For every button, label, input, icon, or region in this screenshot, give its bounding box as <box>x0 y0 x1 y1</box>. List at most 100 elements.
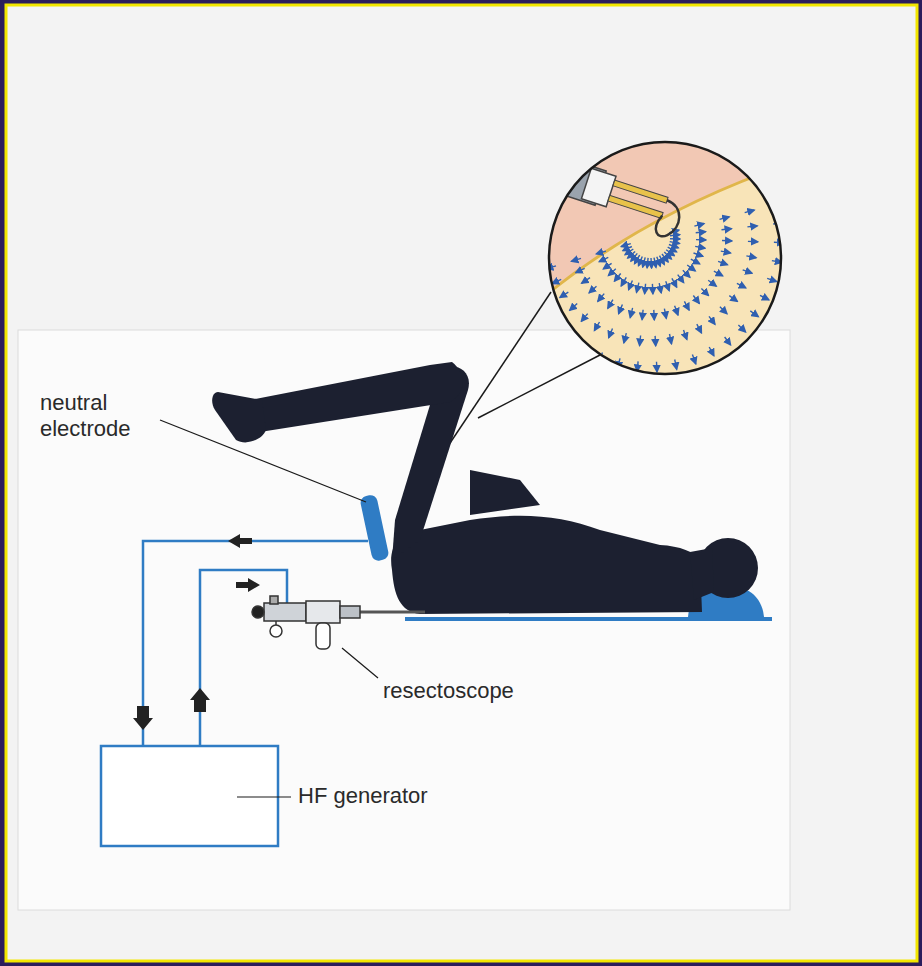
current-ray <box>683 270 690 277</box>
current-ray <box>599 257 608 261</box>
current-ray <box>718 261 727 264</box>
current-ray <box>576 268 585 272</box>
current-ray <box>670 238 680 240</box>
table <box>405 617 772 621</box>
neutral-electrode-pad <box>359 494 389 562</box>
leader-line <box>237 796 291 797</box>
current-ray <box>675 306 678 315</box>
current-ray <box>643 257 646 267</box>
part-label: neutral electrode <box>40 390 160 443</box>
current-ray <box>672 278 677 287</box>
current-ray <box>660 256 665 265</box>
current-arrow <box>236 578 260 592</box>
current-ray <box>701 289 708 296</box>
leader-line <box>160 420 366 502</box>
current-ray <box>746 256 756 258</box>
current-ray <box>722 240 732 242</box>
current-ray <box>640 336 641 346</box>
current-ray <box>630 308 632 318</box>
zoom-line <box>478 355 600 418</box>
current-arrow <box>190 688 210 712</box>
current-ray <box>695 246 705 248</box>
current-arrow <box>133 706 153 730</box>
current-ray <box>670 334 672 344</box>
current-ray <box>748 241 758 243</box>
current-ray <box>654 258 656 268</box>
figure-panel <box>18 330 790 910</box>
current-ray <box>623 247 632 251</box>
current-ray <box>550 321 558 328</box>
current-ray <box>750 311 758 317</box>
current-ray <box>629 281 633 290</box>
current-ray <box>529 290 538 294</box>
return-wire <box>143 541 368 746</box>
current-ray <box>609 329 613 338</box>
current-ray <box>637 283 639 293</box>
current-ray <box>714 271 723 276</box>
current-ray <box>659 283 661 293</box>
current-ray <box>709 316 715 324</box>
current-ray <box>720 217 730 220</box>
current-ray <box>725 337 731 345</box>
current-ray <box>656 362 658 372</box>
current-ray <box>664 309 666 319</box>
current-ray <box>721 251 731 253</box>
current-ray <box>745 210 755 213</box>
current-ray <box>639 257 643 266</box>
current-ray <box>652 284 654 294</box>
current-ray <box>696 232 706 233</box>
current-ray <box>522 273 532 276</box>
current-ray <box>596 251 606 254</box>
current-ray <box>694 253 703 256</box>
current-ray <box>603 263 611 269</box>
current-ray <box>670 235 680 236</box>
current-ray <box>621 244 631 247</box>
current-ray <box>560 292 568 298</box>
current-ray <box>581 344 586 353</box>
current-ray <box>642 310 643 320</box>
current-ray <box>589 286 596 293</box>
current-ray <box>546 266 556 269</box>
current-ray <box>565 334 571 342</box>
current-ray <box>770 203 780 206</box>
current-ray <box>657 257 661 266</box>
current-ray <box>691 259 700 264</box>
resectoscope-instrument <box>252 596 425 649</box>
current-ray <box>619 305 623 314</box>
current-ray <box>614 274 620 282</box>
current-ray <box>654 336 656 346</box>
hf-generator-box <box>101 746 278 846</box>
current-ray <box>697 324 702 333</box>
zoom-detail <box>522 120 801 390</box>
current-ray <box>666 281 670 290</box>
current-ray <box>621 277 626 286</box>
current-ray <box>571 258 581 261</box>
patient-silhouette <box>212 362 758 614</box>
current-ray <box>650 258 652 268</box>
current-ray <box>696 239 706 241</box>
current-ray <box>678 275 684 283</box>
current-ray <box>729 296 737 302</box>
current-ray <box>552 279 561 283</box>
current-ray <box>738 325 745 332</box>
current-ray <box>675 360 677 370</box>
current-ray <box>645 284 646 294</box>
current-ray <box>594 322 599 331</box>
leader-line <box>342 648 378 678</box>
current-ray <box>670 242 680 244</box>
slide-frame <box>6 5 917 961</box>
current-ray <box>693 296 699 304</box>
current-ray <box>582 278 590 284</box>
current-ray <box>581 314 587 322</box>
current-ray <box>694 224 704 227</box>
current-ray <box>722 229 732 230</box>
current-ray <box>692 355 695 364</box>
active-wire <box>200 570 287 746</box>
current-ray <box>687 265 695 271</box>
current-ray <box>669 245 679 248</box>
current-ray <box>708 280 716 286</box>
current-ray <box>570 304 578 311</box>
current-ray <box>684 330 687 339</box>
